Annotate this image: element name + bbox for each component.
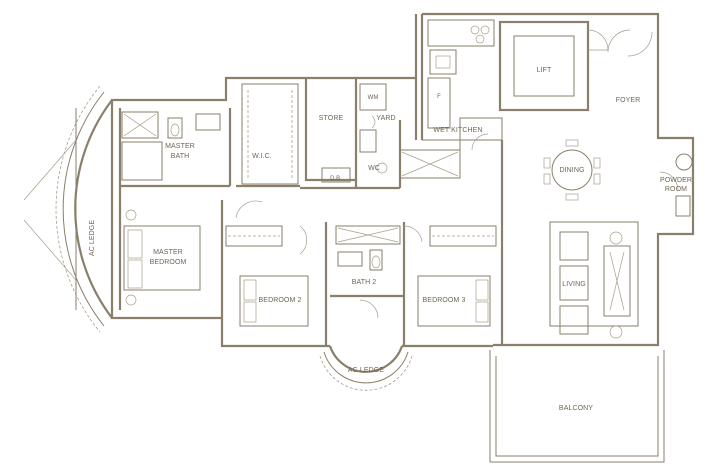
ac-ledge-left <box>23 85 113 333</box>
label-bedroom-2: BEDROOM 2 <box>259 297 302 304</box>
label-wm: WM <box>368 95 379 101</box>
living-furniture <box>549 221 639 339</box>
bedroom-3 <box>402 222 497 346</box>
master-bedroom <box>123 200 263 318</box>
entry-door <box>627 31 653 57</box>
ac-ledge-bottom <box>319 345 413 391</box>
label-ac-ledge-left: AC LEDGE <box>89 220 96 256</box>
label-powder-room-line1: POWDER <box>660 177 692 184</box>
label-balcony: BALCONY <box>559 405 593 412</box>
label-living: LIVING <box>562 281 586 288</box>
powder-room <box>659 153 693 217</box>
label-bath-2: BATH 2 <box>352 279 377 286</box>
label-wic: W.I.C. <box>252 153 272 160</box>
label-f: F <box>437 94 441 100</box>
label-bedroom-3: BEDROOM 3 <box>423 297 466 304</box>
label-wet-kitchen: WET KITCHEN <box>433 127 482 134</box>
label-wc: WC <box>368 165 380 172</box>
label-master-bath-line2: BATH <box>171 153 190 160</box>
master-bath <box>120 108 232 188</box>
label-yard: YARD <box>376 115 395 122</box>
dining-table <box>543 139 601 201</box>
walk-in-closet <box>236 83 300 188</box>
label-powder-room-line2: ROOM <box>665 186 687 193</box>
label-dining: DINING <box>559 167 584 174</box>
label-master-bedroom-line1: MASTER <box>153 249 183 256</box>
wet-kitchen-area <box>399 19 503 179</box>
bedroom-2 <box>225 222 328 346</box>
outer-walls <box>110 12 695 463</box>
service-area <box>300 78 402 190</box>
label-master-bath-line1: MASTER <box>165 143 195 150</box>
label-lift: LIFT <box>537 67 552 74</box>
label-foyer: FOYER <box>616 97 641 104</box>
lift-shaft <box>498 20 631 112</box>
label-store: STORE <box>319 115 344 122</box>
label-ac-ledge-bottom: AC LEDGE <box>348 367 384 374</box>
label-master-bedroom-line2: BEDROOM <box>150 259 187 266</box>
label-db: D.B. <box>330 176 342 182</box>
bath-2 <box>330 225 404 319</box>
